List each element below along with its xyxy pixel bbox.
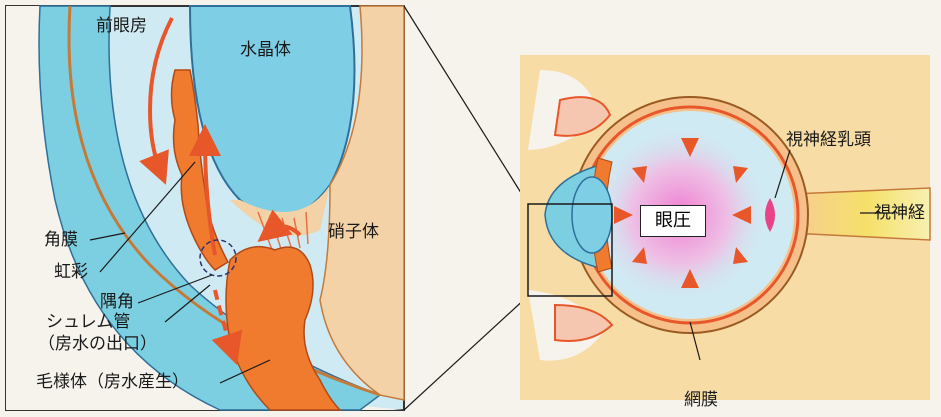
label-lens: 水晶体 [240,40,291,60]
label-ciliary-body: 毛様体（房水産生） [36,372,189,392]
label-retina: 網膜 [684,390,718,410]
whole-lens [572,177,612,253]
label-vitreous: 硝子体 [328,222,379,242]
label-cornea: 角膜 [44,230,78,250]
zoom-connector [404,6,528,410]
label-optic-nerve: 視神経 [874,203,925,223]
label-intraocular-pressure: 眼圧 [640,205,706,237]
label-anterior-chamber: 前眼房 [96,16,147,36]
label-angle: 隅角 [100,292,134,312]
whole-eye [520,55,930,400]
label-schlemm-outlet: （房水の出口） [38,334,157,354]
label-optic-disc: 視神経乳頭 [786,130,871,150]
label-schlemm-canal: シュレム管 [46,312,130,332]
label-iris: 虹彩 [54,262,88,282]
